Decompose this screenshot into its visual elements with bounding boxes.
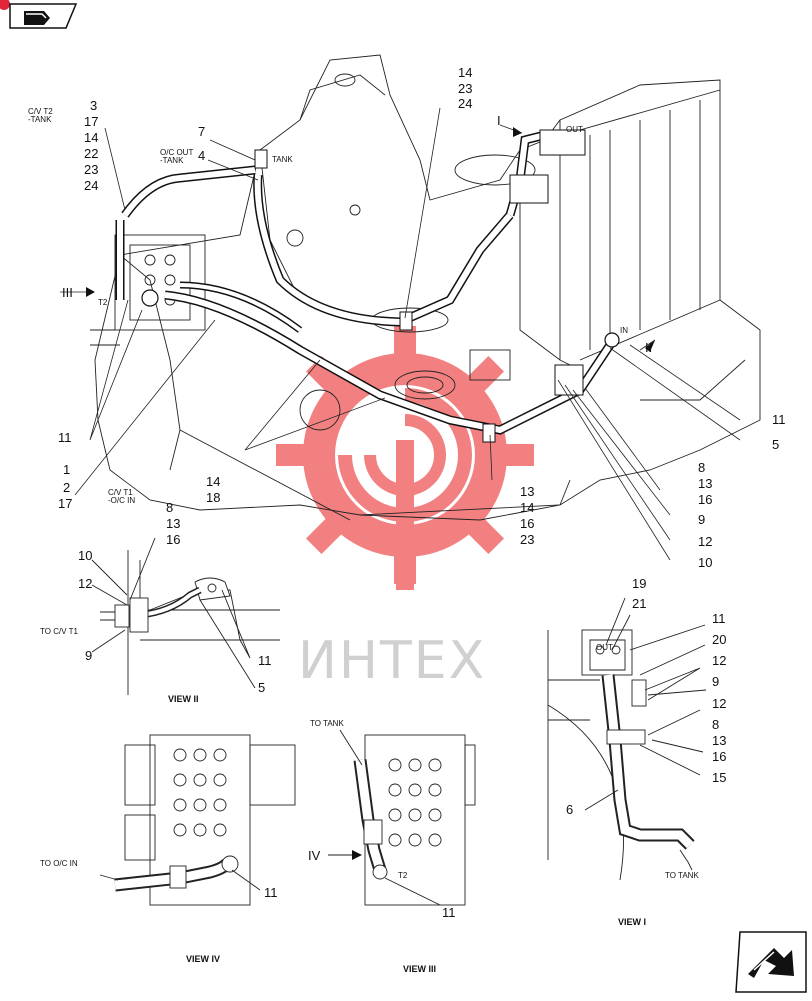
hoses-main xyxy=(115,129,620,443)
view-i: OUT TO TANK 19 21 11 20 12 9 12 8 13 16 … xyxy=(547,576,726,927)
svg-text:9: 9 xyxy=(712,674,719,689)
svg-text:12: 12 xyxy=(712,653,726,668)
svg-text:24: 24 xyxy=(458,96,472,111)
view-iii-title: VIEW III xyxy=(403,964,436,974)
label-oc-in: -O/C IN xyxy=(108,496,135,505)
svg-text:12: 12 xyxy=(698,534,712,549)
svg-text:4: 4 xyxy=(198,148,205,163)
view-iii-label-t2: T2 xyxy=(398,871,408,880)
svg-text:17: 17 xyxy=(58,496,72,511)
forward-page-button[interactable] xyxy=(734,928,808,996)
svg-text:9: 9 xyxy=(85,648,92,663)
view-marker-ii: II xyxy=(645,340,652,355)
svg-text:16: 16 xyxy=(166,532,180,547)
svg-text:12: 12 xyxy=(712,696,726,711)
view-iii: TO TANK T2 IV 11 VIEW III xyxy=(308,719,476,974)
view-iv: TO O/C IN 11 VIEW IV xyxy=(40,734,296,964)
svg-text:8: 8 xyxy=(166,500,173,515)
svg-text:14: 14 xyxy=(520,500,534,515)
svg-text:19: 19 xyxy=(632,576,646,591)
svg-text:15: 15 xyxy=(712,770,726,785)
svg-text:23: 23 xyxy=(84,162,98,177)
svg-text:8: 8 xyxy=(712,717,719,732)
svg-text:11: 11 xyxy=(264,885,278,900)
svg-text:1: 1 xyxy=(63,462,70,477)
main-labels: C/V T2 -TANK O/C OUT -TANK TANK OUT IN T… xyxy=(28,107,652,505)
svg-text:24: 24 xyxy=(84,178,98,193)
label-cv-t1: C/V T1 xyxy=(108,488,133,497)
svg-text:6: 6 xyxy=(566,802,573,817)
view-iv-title: VIEW IV xyxy=(186,954,220,964)
page-back-icon xyxy=(0,0,78,29)
svg-text:16: 16 xyxy=(520,516,534,531)
svg-text:14: 14 xyxy=(84,130,98,145)
label-cv-t2-tank-2: -TANK xyxy=(28,115,52,124)
svg-text:17: 17 xyxy=(84,114,98,129)
main-assembly-view xyxy=(90,54,761,521)
view-i-label-out: OUT xyxy=(596,643,613,652)
svg-text:2: 2 xyxy=(63,480,70,495)
view-iii-label-to-tank: TO TANK xyxy=(310,719,344,728)
svg-text:20: 20 xyxy=(712,632,726,647)
svg-text:13: 13 xyxy=(712,733,726,748)
leader-lines-main xyxy=(60,107,741,561)
back-page-button[interactable] xyxy=(0,0,78,32)
svg-text:13: 13 xyxy=(698,476,712,491)
view-i-label-to-tank: TO TANK xyxy=(665,871,699,880)
svg-text:7: 7 xyxy=(198,124,205,139)
view-ii: TO C/V T1 8 13 16 10 12 9 11 5 VIEW II xyxy=(40,500,280,704)
svg-text:9: 9 xyxy=(698,512,705,527)
page-forward-icon xyxy=(735,931,807,993)
svg-text:11: 11 xyxy=(712,611,726,626)
svg-text:12: 12 xyxy=(78,576,92,591)
svg-text:5: 5 xyxy=(258,680,265,695)
svg-text:18: 18 xyxy=(206,490,220,505)
svg-text:10: 10 xyxy=(78,548,92,563)
view-iii-marker-iv: IV xyxy=(308,848,321,863)
svg-text:11: 11 xyxy=(258,653,272,668)
label-in: IN xyxy=(620,326,628,335)
label-oc-out: O/C OUT xyxy=(160,148,193,157)
svg-text:11: 11 xyxy=(442,905,456,920)
svg-text:3: 3 xyxy=(90,98,97,113)
label-tank: TANK xyxy=(272,155,293,164)
svg-text:23: 23 xyxy=(458,81,472,96)
svg-text:21: 21 xyxy=(632,596,646,611)
svg-text:16: 16 xyxy=(698,492,712,507)
view-iii-arrow-icon xyxy=(352,850,362,860)
watermark-text: ИНТЕХ xyxy=(298,631,486,691)
svg-text:13: 13 xyxy=(520,484,534,499)
view-ii-title: VIEW II xyxy=(168,694,199,704)
view-iv-label-to-oc-in: TO O/C IN xyxy=(40,859,78,868)
svg-text:11: 11 xyxy=(772,412,786,427)
svg-text:8: 8 xyxy=(698,460,705,475)
view-marker-iii: III xyxy=(62,285,73,300)
svg-text:16: 16 xyxy=(712,749,726,764)
svg-text:14: 14 xyxy=(458,65,472,80)
label-cv-t2-tank-1: C/V T2 xyxy=(28,107,53,116)
view-ii-label-to-cv-t1: TO C/V T1 xyxy=(40,627,78,636)
view-i-title: VIEW I xyxy=(618,917,646,927)
svg-text:11: 11 xyxy=(58,430,72,445)
label-oc-out-tank: -TANK xyxy=(160,156,184,165)
view-marker-i: I xyxy=(497,113,501,128)
label-out: OUT xyxy=(566,125,583,134)
label-t2: T2 xyxy=(98,298,108,307)
svg-text:5: 5 xyxy=(772,437,779,452)
main-callouts: 3 17 14 22 23 24 7 4 14 23 24 11 1 2 17 … xyxy=(58,65,786,570)
svg-text:10: 10 xyxy=(698,555,712,570)
watermark-gear-icon xyxy=(276,326,534,590)
svg-text:23: 23 xyxy=(520,532,534,547)
arrowheads-main xyxy=(86,127,655,352)
svg-text:14: 14 xyxy=(206,474,220,489)
svg-text:22: 22 xyxy=(84,146,98,161)
svg-text:13: 13 xyxy=(166,516,180,531)
